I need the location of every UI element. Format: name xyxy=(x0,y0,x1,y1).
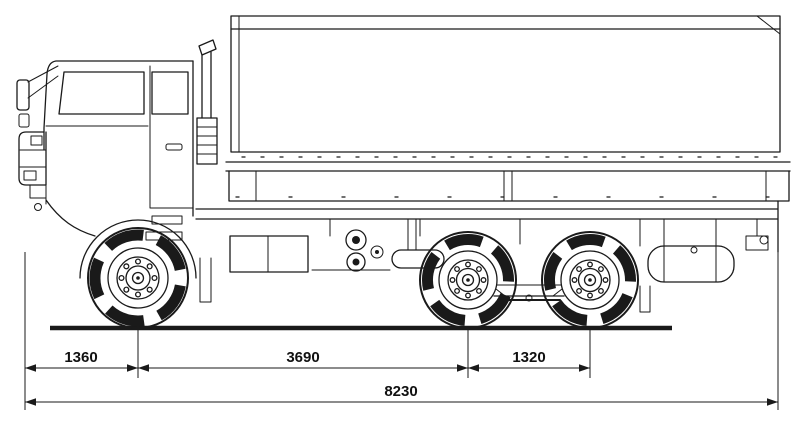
dimension-overall-length: 8230 xyxy=(25,383,778,406)
headlight xyxy=(30,135,43,146)
tow-pin xyxy=(34,203,42,211)
front-wheel xyxy=(87,227,189,329)
dim-label-1320: 1320 xyxy=(512,349,545,366)
rear-mud-flap xyxy=(639,285,651,313)
mirror xyxy=(16,79,30,111)
muffler xyxy=(391,249,445,269)
exhaust-stack xyxy=(196,39,218,165)
dimension-wheelbase: 3690 xyxy=(138,349,468,372)
fog-lamp xyxy=(23,170,37,181)
fuel-tank xyxy=(647,218,735,283)
door-window xyxy=(151,71,189,115)
dimension-bogie-spacing: 1320 xyxy=(468,349,590,372)
front-side-window xyxy=(58,71,145,115)
front-wheel-arch xyxy=(79,219,197,279)
dim-label-1360: 1360 xyxy=(64,349,97,366)
toolbox xyxy=(229,235,309,273)
cab-step-upper xyxy=(151,215,183,225)
air-tanks xyxy=(345,229,384,272)
tail-lamp xyxy=(745,235,769,251)
dim-label-8230: 8230 xyxy=(384,383,417,400)
door-seam xyxy=(149,65,194,209)
rear-wheel xyxy=(537,227,642,332)
middle-wheel xyxy=(415,227,520,332)
mirror-arm xyxy=(27,65,59,99)
dim-label-3690: 3690 xyxy=(286,349,319,366)
cab xyxy=(16,39,218,279)
front-bumper xyxy=(18,131,47,186)
dimension-front-overhang: 1360 xyxy=(25,349,138,372)
dimension-lines: 1360 3690 1320 8230 xyxy=(24,224,779,410)
rear-tow-loop xyxy=(759,235,769,245)
front-mud-flap xyxy=(199,257,212,303)
wide-angle-mirror xyxy=(18,113,30,128)
door-handle xyxy=(165,143,183,151)
cargo-bed-tarp xyxy=(195,15,791,253)
